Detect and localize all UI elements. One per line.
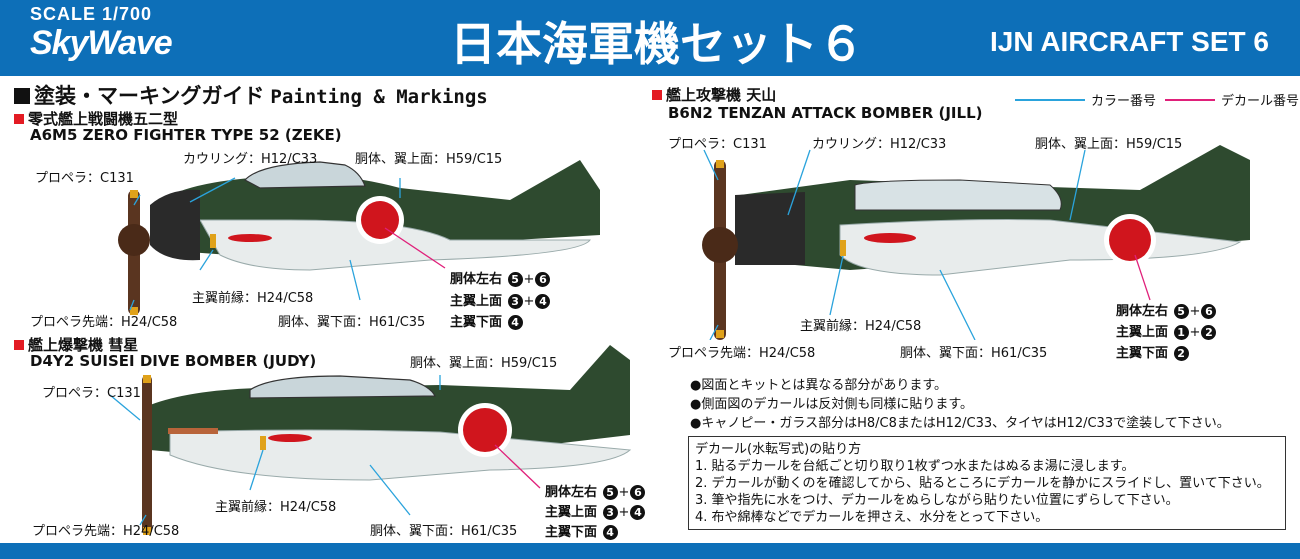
header-band: SCALE 1/700 SkyWave 日本海軍機セット６ IJN AIRCRA… [0,0,1300,76]
page-title-en: IJN AIRCRAFT SET 6 [990,26,1269,57]
tenzan-cowling-label: カウリング：H12/C33 [812,137,947,152]
zero-leading-edge-label: 主翼前縁：H24/C58 [192,291,314,306]
zero-prop-tip-label: プロペラ先端：H24/C58 [30,315,178,330]
decal-number: 4 [602,525,618,540]
decal-number: 4 [535,294,551,309]
tenzan-marking-wing-bottom: 主翼下面 2 [1116,342,1190,361]
notes-list: ●図面とキットとは異なる部分があります。 ●側面図のデカールは反対側も同様に貼り… [690,376,1230,433]
decal-line-icon [1165,99,1215,101]
red-square-icon [14,114,24,124]
decal-number: 2 [1201,325,1217,340]
zero-propeller-label: プロペラ：C131 [35,171,134,186]
note-item: ●図面とキットとは異なる部分があります。 [690,378,948,393]
note-item: ●側面図のデカールは反対側も同様に貼ります。 [690,397,974,412]
red-square-icon [652,90,662,100]
color-line-icon [1015,99,1085,101]
suisei-marking-wing-bottom: 主翼下面 4 [545,521,619,540]
decal-step: 4. 布や綿棒などでデカールを押さえ、水分をとって下さい。 [695,510,1049,525]
legend-decal-label: デカール番号 [1221,94,1300,109]
decal-number: 3 [602,505,618,520]
decal-number: 3 [507,294,523,309]
black-square-icon [14,88,30,104]
zero-profile-drawing [118,160,600,315]
suisei-upper-label: 胴体、翼上面：H59/C15 [410,356,558,371]
aircraft-tenzan-title: 艦上攻撃機 天山 [666,86,777,104]
tenzan-prop-tip-label: プロペラ先端：H24/C58 [668,346,816,361]
decal-number: 6 [535,272,551,287]
zero-wing-bottom-text: 主翼下面 [450,315,503,330]
guide-title-jp: 塗装・マーキングガイド [34,84,265,108]
suisei-propeller-label: プロペラ：C131 [42,386,141,401]
zero-fuselage-text: 胴体左右 [450,272,503,287]
brand-logo: SkyWave [30,24,173,62]
brand-scale: SCALE 1/700 [30,4,153,24]
suisei-marking-wing-top: 主翼上面 3+4 [545,501,646,520]
tenzan-marking-wing-top: 主翼上面 1+2 [1116,321,1217,340]
zero-upper-label: 胴体、翼上面：H59/C15 [355,152,503,167]
footer-band [0,543,1300,559]
zero-cowling-label: カウリング：H12/C33 [183,152,318,167]
decal-step: 1. 貼るデカールを台紙ごと切り取り1枚ずつ水またはぬるま湯に浸します。 [695,459,1135,474]
suisei-marking-fuselage: 胴体左右 5+6 [545,481,646,500]
decal-step: 3. 筆や指先に水をつけ、デカールをぬらしながら貼りたい位置にずらして下さい。 [695,493,1179,508]
suisei-leading-edge-label: 主翼前縁：H24/C58 [215,500,337,515]
legend-decal: デカール番号 [1165,90,1299,109]
decal-number: 1 [1173,325,1189,340]
zero-marking-fuselage: 胴体左右 5+6 [450,268,551,287]
aircraft-zero-name-en: A6M5 ZERO FIGHTER TYPE 52 (ZEKE) [30,126,342,144]
aircraft-zero-name-jp: 零式艦上戦闘機五二型 [14,108,178,129]
tenzan-profile-drawing [702,145,1250,340]
aircraft-tenzan-name-jp: 艦上攻撃機 天山 [652,84,776,105]
suisei-wing-top-text: 主翼上面 [545,505,598,520]
decal-number: 6 [630,485,646,500]
suisei-prop-tip-label: プロペラ先端：H24/C58 [32,524,180,539]
zero-marking-wing-bottom: 主翼下面 4 [450,311,524,330]
aircraft-zero-title: 零式艦上戦闘機五二型 [28,110,179,128]
decal-number: 2 [1173,346,1189,361]
decal-number: 6 [1201,304,1217,319]
suisei-fuselage-text: 胴体左右 [545,485,598,500]
legend-color-label: カラー番号 [1091,94,1157,109]
suisei-profile-drawing [110,345,632,535]
aircraft-suisei-title: 艦上爆撃機 彗星 [28,336,139,354]
aircraft-tenzan-name-en: B6N2 TENZAN ATTACK BOMBER (JILL) [668,104,983,122]
tenzan-lower-label: 胴体、翼下面：H61/C35 [900,346,1048,361]
zero-lower-label: 胴体、翼下面：H61/C35 [278,315,426,330]
suisei-lower-label: 胴体、翼下面：H61/C35 [370,524,518,539]
decal-number: 4 [630,505,646,520]
zero-wing-top-text: 主翼上面 [450,294,503,309]
decal-number: 5 [507,272,523,287]
suisei-wing-bottom-text: 主翼下面 [545,525,598,540]
aircraft-suisei-name-en: D4Y2 SUISEI DIVE BOMBER (JUDY) [30,352,317,370]
red-square-icon [14,340,24,350]
legend-color: カラー番号 [1015,90,1156,109]
decal-number: 5 [602,485,618,500]
decal-number: 4 [507,315,523,330]
zero-marking-wing-top: 主翼上面 3+4 [450,290,551,309]
tenzan-fuselage-text: 胴体左右 [1116,304,1169,319]
tenzan-propeller-label: プロペラ：C131 [668,137,767,152]
guide-title-en: Painting & Markings [270,86,488,108]
note-item: ●キャノピー・ガラス部分はH8/C8またはH12/C33、タイヤはH12/C33… [690,416,1230,431]
tenzan-wing-bottom-text: 主翼下面 [1116,346,1169,361]
tenzan-leading-edge-label: 主翼前縁：H24/C58 [800,319,922,334]
tenzan-marking-fuselage: 胴体左右 5+6 [1116,300,1217,319]
aircraft-suisei-name-jp: 艦上爆撃機 彗星 [14,334,138,355]
decal-instructions-title: デカール(水転写式)の貼り方 [695,442,862,457]
decal-instructions-box: デカール(水転写式)の貼り方 1. 貼るデカールを台紙ごと切り取り1枚ずつ水また… [688,436,1286,530]
page-title-jp: 日本海軍機セット６ [450,17,864,71]
decal-step: 2. デカールが動くのを確認してから、貼るところにデカールを静かにスライドし、置… [695,476,1270,491]
decal-number: 5 [1173,304,1189,319]
tenzan-wing-top-text: 主翼上面 [1116,325,1169,340]
tenzan-upper-label: 胴体、翼上面：H59/C15 [1035,137,1183,152]
